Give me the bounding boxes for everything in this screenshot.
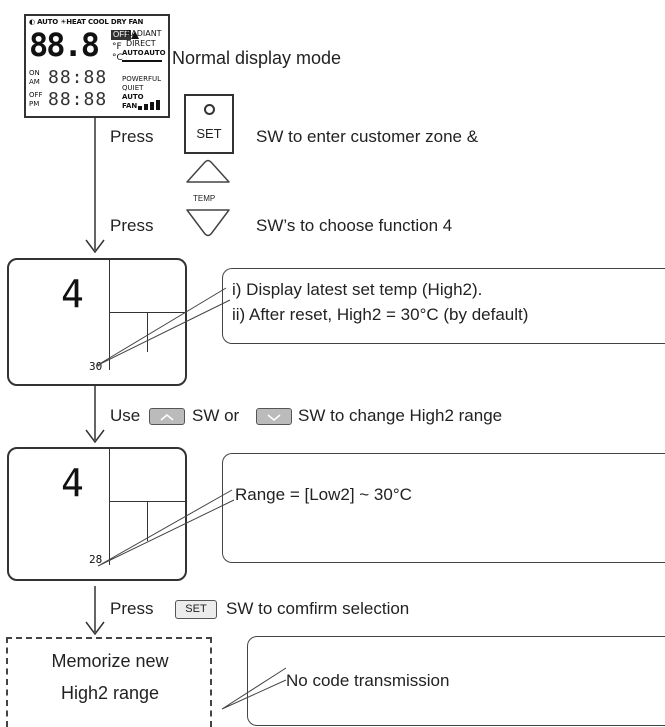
up-chevron-icon — [160, 414, 174, 421]
up-small-button[interactable] — [149, 408, 185, 425]
quiet-label: QUIET — [122, 84, 144, 92]
function-digit-2: 4 — [61, 461, 84, 505]
note1-line1: i) Display latest set temp (High2). — [232, 280, 483, 299]
note-box-2: Range = [Low2] ~ 30°C — [222, 453, 665, 563]
note3-line1: No code transmission — [286, 671, 450, 690]
direct-label: DIRECT — [126, 39, 156, 48]
timer1-am: AM — [29, 78, 40, 86]
timer2-off: OFF — [29, 91, 43, 99]
set-temp-value: 30 — [89, 360, 103, 373]
note-box-3: No code transmission — [247, 636, 665, 726]
lcd-display-range: 4 28 — [7, 447, 187, 581]
temp-label: TEMP — [193, 194, 216, 203]
step3-mid: SW or — [192, 406, 240, 425]
lcd-display-function4: 4 30 — [7, 258, 187, 386]
mode-bar: ◐ AUTO ☀HEAT COOL DRY FAN — [29, 18, 144, 26]
remote-lcd-display: ◐ AUTO ☀HEAT COOL DRY FAN 88.8 OFF °F °C… — [24, 14, 170, 118]
powerful-label: POWERFUL — [122, 75, 161, 83]
down-chevron-icon — [267, 414, 281, 421]
unit-c: °C — [112, 53, 123, 63]
range-value: 28 — [89, 553, 103, 566]
off-tag: OFF — [111, 30, 131, 40]
step3-text: SW to change High2 range — [298, 406, 503, 425]
temp-down-button[interactable] — [183, 206, 233, 238]
up-triangle-icon — [131, 31, 139, 39]
step2-press: Press — [110, 216, 154, 235]
note-box-1: i) Display latest set temp (High2). ii) … — [222, 268, 665, 344]
set-led-icon — [204, 104, 215, 115]
swing-icon — [122, 60, 162, 68]
down-small-button[interactable] — [256, 408, 292, 425]
set-button[interactable]: SET — [184, 94, 234, 154]
step2-text: SW’s to choose function 4 — [256, 216, 453, 235]
set-confirm-button[interactable]: SET — [175, 600, 217, 619]
step4-press: Press — [110, 599, 154, 618]
step4-text: SW to comfirm selection — [226, 599, 410, 618]
timer2-pm: PM — [29, 100, 40, 108]
function-digit: 4 — [61, 272, 84, 316]
memorize-line2: High2 range — [60, 683, 160, 703]
step1-press: Press — [110, 127, 154, 146]
auto-fan-label: AUTO — [122, 93, 144, 101]
unit-f: °F — [112, 42, 122, 52]
step3-use: Use — [110, 406, 141, 425]
auto-label-2: AUTO — [144, 49, 166, 57]
memorize-box: Memorize new High2 range — [6, 637, 212, 727]
memorize-line1: Memorize new — [51, 651, 169, 671]
set-button-label: SET — [196, 126, 222, 141]
caption-normal-display: Normal display mode — [172, 48, 342, 68]
auto-label-1: AUTO — [122, 49, 144, 57]
temp-digits: 88.8 — [29, 26, 100, 64]
note1-line2: ii) After reset, High2 = 30°C (by defaul… — [232, 305, 529, 324]
temp-up-button[interactable] — [183, 158, 233, 186]
radiant-label: RADIANT — [126, 29, 162, 38]
fan-label: FAN — [122, 102, 138, 110]
timer1-digits: 88:88 — [48, 67, 108, 88]
timer1-on: ON — [29, 69, 40, 77]
step1-text: SW to enter customer zone & — [256, 127, 479, 146]
fan-bars-icon — [138, 100, 160, 110]
timer2-digits: 88:88 — [48, 89, 108, 110]
note2-line1: Range = [Low2] ~ 30°C — [235, 485, 412, 504]
